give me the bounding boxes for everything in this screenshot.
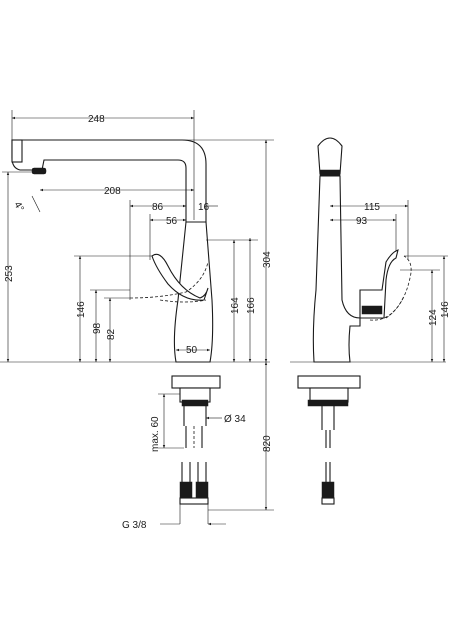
- dim-angle: 4°: [11, 200, 25, 214]
- side-body: [312, 175, 361, 363]
- side-view: 115 93 124 146: [290, 137, 450, 505]
- side-lever-dashed: [385, 255, 412, 319]
- dim-16: 16: [198, 202, 210, 213]
- dim-248: 248: [88, 114, 105, 125]
- spout-body: [11, 139, 207, 223]
- dim-g-3-8: G 3/8: [122, 520, 147, 531]
- dim-146: 146: [76, 301, 87, 318]
- dim-820: 820: [262, 435, 273, 452]
- side-base-plate: [297, 375, 361, 389]
- dim-98: 98: [92, 322, 103, 334]
- dim-164: 164: [230, 297, 241, 314]
- lever-dashed-position: [129, 261, 209, 299]
- mounting-nut: [181, 399, 209, 407]
- side-dim-93: 93: [356, 216, 368, 227]
- dim-86: 86: [152, 202, 164, 213]
- side-dim-124: 124: [428, 309, 439, 326]
- aerator: [31, 167, 47, 175]
- side-dim-146: 146: [440, 301, 450, 318]
- dim-50: 50: [186, 345, 198, 356]
- spout-tip: [11, 139, 23, 163]
- side-dim-115: 115: [364, 202, 380, 213]
- side-spout-head: [317, 137, 343, 175]
- dim-304: 304: [262, 251, 273, 268]
- dim-82: 82: [106, 328, 117, 340]
- lever-handle: [151, 253, 209, 301]
- dim-208: 208: [104, 186, 121, 197]
- dim-253: 253: [4, 265, 15, 282]
- dim-diameter-34: Ø 34: [224, 414, 246, 425]
- dim-166: 166: [246, 297, 257, 314]
- side-lever: [359, 249, 399, 319]
- front-view: 248 208 86 16 56 253 4° 146 98 82: [0, 110, 274, 531]
- dim-max-60: max. 60: [150, 416, 161, 452]
- base-plate: [171, 375, 221, 389]
- supply-hoses: [179, 426, 209, 505]
- dim-56: 56: [166, 216, 178, 227]
